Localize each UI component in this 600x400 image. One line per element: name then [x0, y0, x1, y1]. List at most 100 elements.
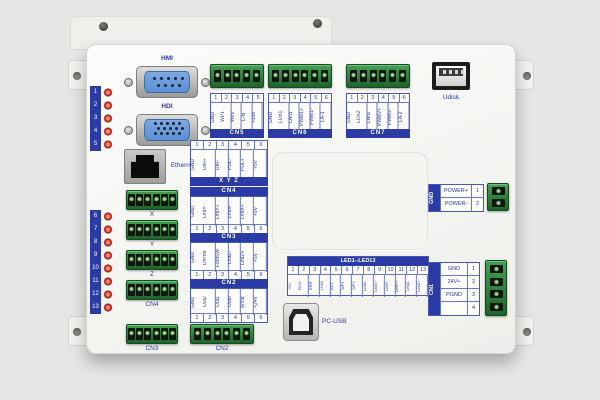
- center-panel: [272, 152, 428, 250]
- cell: PWM2+: [377, 103, 388, 131]
- cn2-block-label: CN2: [215, 345, 229, 352]
- cell: 2: [202, 314, 216, 322]
- db9-pins: [153, 77, 156, 80]
- cell: +5V: [254, 197, 267, 226]
- cell: 5: [252, 94, 263, 102]
- cell: 13: [103, 301, 113, 314]
- cell: 13: [417, 266, 428, 274]
- cell: 1: [195, 226, 199, 232]
- cell: 3: [367, 94, 378, 102]
- cell: 4: [241, 94, 253, 102]
- cell: 10: [103, 262, 113, 275]
- cell: 2: [220, 94, 232, 102]
- cell: LOn1: [278, 103, 289, 131]
- cell: 4: [489, 302, 503, 311]
- cell: DIR-: [215, 150, 229, 179]
- rj45-opening: [131, 155, 159, 178]
- cn2-name-bar: CN2: [190, 279, 268, 288]
- cell: 5: [160, 194, 168, 206]
- cell: DrProt: [202, 243, 216, 272]
- db15-pins: [154, 122, 157, 125]
- cell: 2: [103, 99, 113, 112]
- cell: 7: [103, 223, 113, 236]
- cell: WP1: [220, 103, 232, 131]
- cell: 5: [160, 254, 168, 266]
- cell: 9: [373, 266, 385, 274]
- cell: 2: [475, 201, 480, 207]
- cell: +5V: [288, 282, 292, 290]
- cell: 4: [471, 305, 476, 311]
- cell: 4: [379, 70, 387, 82]
- cell: 4: [228, 141, 241, 149]
- cell: 6: [321, 70, 329, 82]
- cell: 4: [301, 70, 309, 82]
- cell: PUL+: [241, 150, 255, 179]
- cell: 5: [241, 314, 254, 322]
- cell: 2: [136, 284, 144, 296]
- cell: 1: [472, 185, 483, 198]
- cell: 3: [215, 141, 229, 149]
- cell: 9: [103, 249, 113, 262]
- cn7-name-bar: CN7: [346, 129, 410, 138]
- cell: 6: [168, 328, 176, 340]
- cell: 1: [213, 70, 221, 82]
- cell: 4: [377, 94, 389, 102]
- udisk-label: Udisk: [442, 94, 460, 101]
- cell: 5: [93, 141, 98, 147]
- cell: 7: [93, 226, 98, 232]
- cell: 2: [278, 94, 290, 102]
- cell: 3: [215, 271, 229, 279]
- cn4-block-label: CN4: [145, 301, 159, 308]
- cell: 6: [254, 271, 267, 279]
- cell: PWM1+: [299, 103, 310, 131]
- cell: FootSW: [215, 243, 229, 272]
- cell: 1: [491, 187, 505, 196]
- cell: 2: [281, 70, 289, 82]
- db9-screw-icon: [201, 126, 210, 135]
- cell: 1: [128, 328, 136, 340]
- cell: RUN: [297, 275, 309, 297]
- cell: 3: [291, 70, 299, 82]
- cell: 3: [289, 94, 300, 102]
- cell: 5: [160, 284, 168, 296]
- cell: 1: [93, 89, 98, 95]
- cell: L-N: [241, 103, 253, 131]
- cell: 1: [350, 95, 354, 101]
- cell: 11: [395, 266, 406, 274]
- cell: 4: [223, 328, 231, 340]
- cell: 3: [215, 314, 229, 322]
- usbb-core: [293, 314, 309, 331]
- cell: 11: [103, 275, 113, 288]
- cell: 1: [349, 70, 357, 82]
- cell: 8: [103, 236, 113, 249]
- cell: 5: [241, 225, 254, 233]
- cell: 10: [384, 266, 396, 274]
- cell: 10: [92, 265, 99, 271]
- cell: GND: [211, 111, 216, 123]
- cell: 6: [168, 224, 176, 236]
- cell: 3: [144, 284, 152, 296]
- cell: LmtY+: [215, 197, 229, 226]
- hmi-db9-port: [122, 64, 212, 100]
- cell: Out0: [228, 289, 242, 315]
- cell: 2: [93, 102, 98, 108]
- cell: 6: [103, 210, 113, 223]
- cell: 3: [489, 290, 503, 299]
- cell: 6: [398, 94, 410, 102]
- cell: 4: [152, 224, 160, 236]
- cell: 3: [144, 254, 152, 266]
- cell: 3: [369, 70, 377, 82]
- mount-screw-icon: [313, 19, 322, 28]
- ethernet-label: Ethernet: [170, 162, 196, 169]
